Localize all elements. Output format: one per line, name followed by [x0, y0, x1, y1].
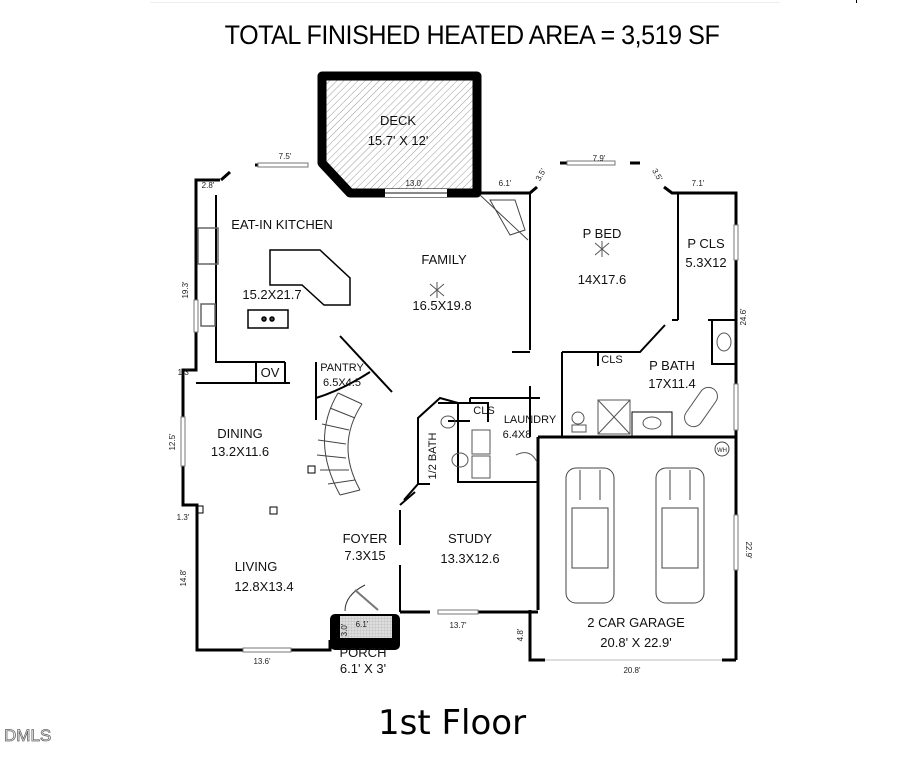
- dim-kitchen-top: 7.5': [279, 152, 292, 161]
- pantry-label: PANTRY: [320, 362, 364, 374]
- dim-garage-right: 22.9': [744, 541, 753, 559]
- heated-area-title: TOTAL FINISHED HEATED AREA = 3,519 SF: [224, 20, 720, 50]
- garage-label: 2 CAR GARAGE: [587, 615, 685, 630]
- laundry-size: 6.4X8: [503, 429, 532, 441]
- living-label: LIVING: [235, 559, 278, 574]
- floor-label: 1st Floor: [378, 703, 527, 743]
- porch: [330, 584, 400, 650]
- dim-garage-jog: 4.8': [516, 628, 525, 641]
- dim-right-upper: 24.6': [739, 308, 748, 326]
- foyer-label: FOYER: [343, 531, 388, 546]
- water-heater-icon: WH: [714, 441, 730, 457]
- kitchen-label: EAT-IN KITCHEN: [231, 217, 333, 232]
- interior-walls: [196, 193, 736, 612]
- bath-fixtures: [440, 332, 732, 479]
- dim-study-bottom: 13.7': [449, 621, 467, 630]
- p-bath-cls-label: CLS: [601, 354, 622, 366]
- porch-size: 6.1' X 3': [340, 661, 386, 676]
- dim-bed-angle-right: 3.5': [650, 167, 664, 183]
- column: [196, 505, 204, 514]
- foyer-size: 7.3X15: [344, 548, 385, 563]
- dim-living-bottom: 13.6': [253, 657, 271, 666]
- kitchen-fixtures: [197, 227, 351, 329]
- family-label: FAMILY: [421, 252, 467, 267]
- dim-porch-depth: 3.0': [340, 623, 349, 636]
- p-cls-size: 5.3X12: [685, 255, 726, 270]
- study-label: STUDY: [448, 531, 492, 546]
- p-cls-label: P CLS: [687, 236, 725, 251]
- p-bath-label: P BATH: [649, 358, 695, 373]
- dim-deck-window: 13.0': [405, 179, 423, 188]
- porch-label: PORCH: [340, 645, 387, 660]
- corner-mark: [856, 0, 857, 3]
- dining-size: 13.2X11.6: [211, 444, 269, 459]
- dim-porch-width: 6.1': [356, 620, 369, 629]
- curved-stairs: [307, 392, 363, 496]
- pantry-size: 6.5X4.5: [323, 377, 361, 389]
- dining-label: DINING: [217, 426, 263, 441]
- p-bed-size: 14X17.6: [578, 272, 626, 287]
- dim-jog-lower: 1.3': [177, 513, 190, 522]
- oven-label: OV: [261, 365, 280, 380]
- dim-bed-angle-left: 3.5': [534, 167, 548, 183]
- family-size: 16.5X19.8: [412, 298, 471, 313]
- ceiling-fan-icon: [429, 282, 445, 298]
- laundry-label: LAUNDRY: [504, 414, 557, 426]
- dim-bed-top: 7.9': [593, 154, 606, 163]
- deck-label: DECK: [380, 113, 416, 128]
- p-bath-size: 17X11.4: [648, 376, 695, 391]
- top-divider: [150, 2, 780, 3]
- kitchen-size: 15.2X21.7: [242, 287, 301, 302]
- car-icon: [655, 467, 705, 604]
- column: [269, 506, 278, 515]
- mls-watermark: DMLS: [4, 726, 52, 746]
- deck-size: 15.7' X 12': [368, 133, 429, 148]
- family-fixtures: [479, 194, 529, 241]
- dim-garage-bottom: 20.8': [623, 666, 641, 675]
- svg-text:WH: WH: [717, 448, 727, 454]
- p-bed-label: P BED: [583, 226, 622, 241]
- dim-kitchen-left: 19.3': [181, 281, 190, 299]
- garage-size: 20.8' X 22.9': [600, 635, 671, 650]
- ceiling-fan-icon: [594, 241, 610, 257]
- dim-kitchen-corner: 2.8': [202, 181, 215, 190]
- dim-dining-left: 12.5': [168, 433, 177, 451]
- half-bath-label: 1/2 BATH: [427, 433, 439, 480]
- dim-cls-top: 7.1': [692, 179, 705, 188]
- dim-jog-upper: 1.3': [178, 368, 191, 377]
- living-size: 12.8X13.4: [234, 579, 293, 594]
- car-icon: [565, 467, 615, 604]
- laundry-cls-label: CLS: [473, 405, 494, 417]
- windows: [180, 160, 739, 653]
- dim-family-right: 6.1': [499, 179, 512, 188]
- dim-living-left: 14.8': [179, 569, 188, 587]
- study-size: 13.3X12.6: [440, 551, 499, 566]
- deck: [317, 71, 482, 198]
